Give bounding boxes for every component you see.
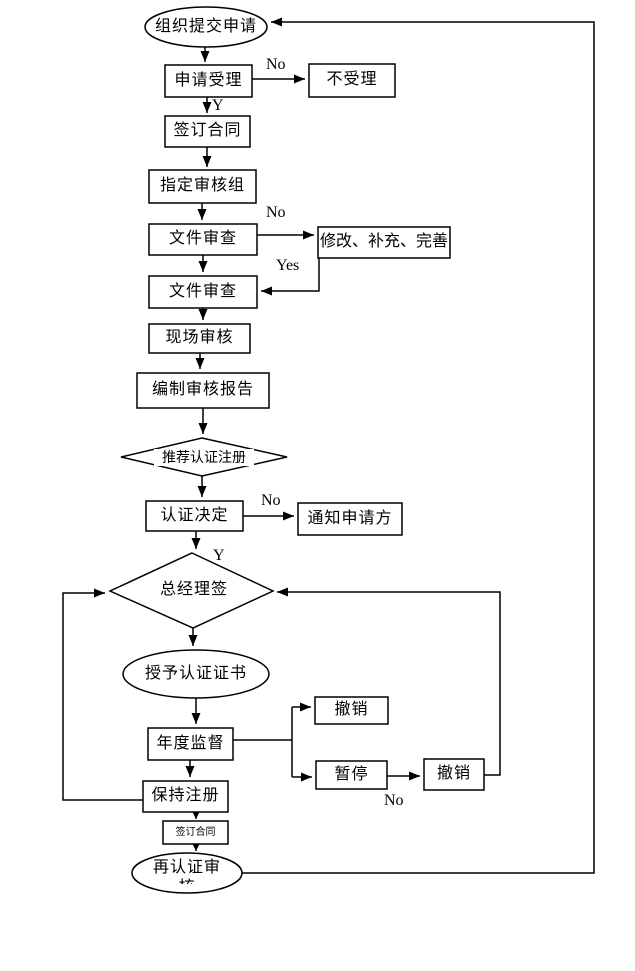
doc-review-2-box (148, 275, 258, 309)
revoke-right-label: 撤销 (436, 765, 471, 783)
doc-review-2-label: 文件审查 (168, 282, 237, 300)
revoke-top-box (314, 696, 389, 725)
edge-label-review-yes: Yes (276, 257, 300, 274)
suspend-label: 暂停 (334, 765, 369, 783)
sign-contract-2-label: 签订合同 (175, 826, 216, 838)
start-label: 组织提交申请 (154, 17, 257, 35)
edge-label-decision-yes: Y (213, 547, 225, 564)
annual-box (147, 727, 234, 761)
doc-review-1-label: 文件审查 (168, 230, 237, 248)
decision-box (145, 500, 244, 532)
accept-label: 申请受理 (174, 71, 243, 89)
recommend-label: 推荐认证注册 (154, 449, 254, 466)
onsite-audit-box (148, 323, 251, 354)
edge-label-accept-yes: Y (212, 97, 224, 114)
audit-report-box (136, 372, 270, 409)
revoke-top-label: 撤销 (334, 701, 369, 719)
maintain-label: 保持注册 (151, 787, 220, 805)
notify-label: 通知申请方 (307, 509, 393, 527)
edge-label-suspend-no: No (384, 792, 404, 809)
accept-box (164, 64, 253, 98)
annual-label: 年度监督 (156, 734, 225, 752)
start-ellipse (144, 6, 268, 48)
suspend-box (315, 760, 388, 790)
revoke-right-box (423, 758, 485, 791)
audit-team-box (148, 169, 257, 204)
grant-cert-ellipse (122, 649, 270, 699)
sign-contract-box (164, 115, 251, 148)
edge-revokeright-gm-loop (277, 587, 501, 776)
sign-contract-label: 签订合同 (173, 122, 242, 140)
onsite-audit-label: 现场审核 (165, 329, 234, 347)
audit-team-label: 指定审核组 (159, 177, 245, 195)
audit-report-label: 编制审核报告 (151, 381, 254, 399)
edge-label-accept-no: No (266, 56, 286, 73)
revise-box (317, 226, 451, 259)
revise-label: 修改、补充、完善 (319, 233, 448, 251)
doc-review-1-box (148, 223, 258, 256)
gm-sign-label: 总经理签 (152, 580, 236, 600)
grant-cert-label: 授予认证证书 (144, 664, 247, 682)
sign-contract-2-box (162, 820, 229, 845)
edge-label-decision-no: No (261, 492, 281, 509)
recert-ellipse (131, 852, 243, 894)
reject-label: 不受理 (326, 71, 378, 89)
edge-recert-start-loop (242, 17, 595, 874)
notify-box (297, 502, 403, 536)
edge-maintain-gm-loop (62, 588, 143, 801)
decision-label: 认证决定 (160, 506, 229, 524)
maintain-box (142, 780, 229, 813)
reject-box (308, 63, 396, 98)
edge-label-review-no: No (266, 204, 286, 221)
edge-revise-review2 (261, 258, 320, 296)
recert-label: 再认证审核 (152, 859, 221, 884)
